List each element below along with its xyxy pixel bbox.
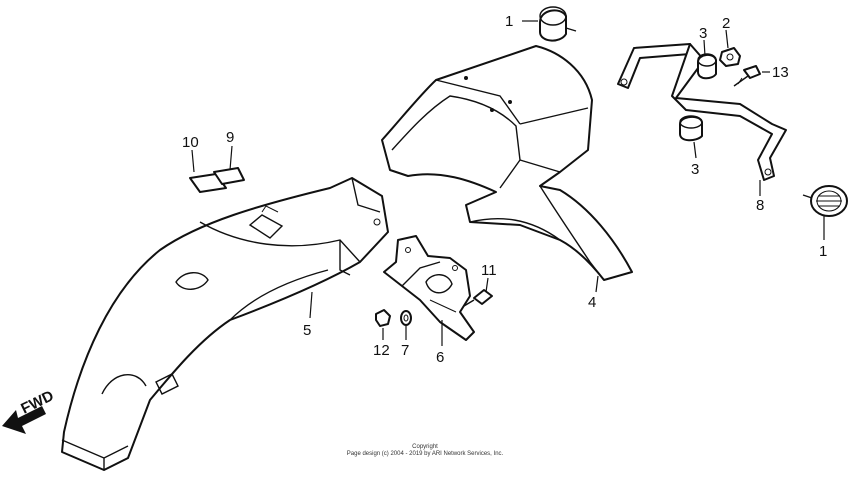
- callout-3-lower: 3: [691, 161, 699, 178]
- leader-lines: [191, 20, 825, 346]
- mounting-bracket-part-6[interactable]: [383, 235, 475, 341]
- callout-4: 4: [588, 294, 596, 311]
- rear-fender-part-5[interactable]: [61, 177, 389, 471]
- rear-fender-assembly-part-4[interactable]: [381, 45, 633, 281]
- copyright-line-1: Copyright: [412, 444, 438, 450]
- callout-5: 5: [303, 322, 311, 339]
- forward-direction-arrow: FWD: [2, 387, 57, 434]
- callout-2: 2: [722, 15, 730, 32]
- callout-3-top: 3: [699, 25, 707, 42]
- callout-12: 12: [373, 342, 390, 359]
- grommet-part-3-lower[interactable]: [679, 115, 703, 142]
- callout-1-right: 1: [819, 243, 827, 260]
- bolt-part-11[interactable]: [463, 289, 493, 307]
- callout-6: 6: [436, 349, 444, 366]
- callout-numbers: 1 2 3 13 3 8 1 10 9 11 4 5 12 7 6: [182, 13, 827, 366]
- rubber-cushion-part-1-top[interactable]: [539, 6, 577, 42]
- callout-9: 9: [226, 129, 234, 146]
- copyright-notice: Copyright Page design (c) 2004 - 2019 by…: [0, 444, 850, 458]
- nut-part-12[interactable]: [375, 309, 391, 327]
- collar-part-2[interactable]: [719, 47, 741, 67]
- grommet-part-3-top[interactable]: [697, 53, 717, 80]
- washer-part-7[interactable]: [400, 310, 412, 326]
- callout-13: 13: [772, 64, 789, 81]
- copyright-line-2: Page design (c) 2004 - 2019 by ARI Netwo…: [346, 451, 504, 457]
- callout-7: 7: [401, 342, 409, 359]
- callout-10: 10: [182, 134, 199, 151]
- pad-part-10[interactable]: [189, 173, 227, 193]
- bolt-part-13[interactable]: [733, 65, 761, 87]
- callout-8: 8: [756, 197, 764, 214]
- callout-11: 11: [481, 262, 497, 279]
- callout-1-top: 1: [505, 13, 513, 30]
- reflector-part-1-right[interactable]: [802, 185, 848, 217]
